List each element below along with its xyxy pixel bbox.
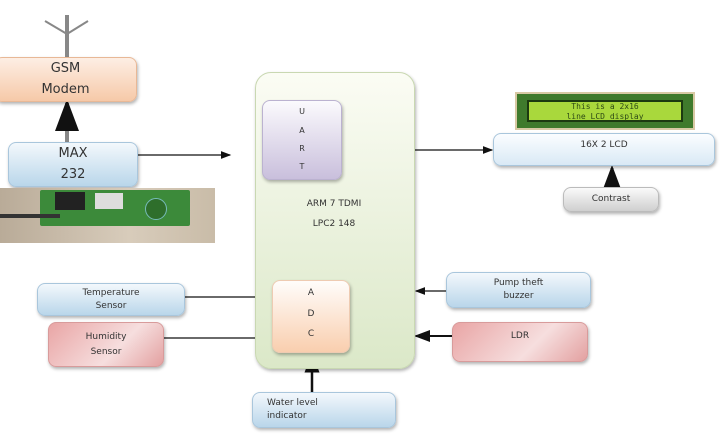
temperature-label-2: Sensor [95, 300, 127, 311]
max-label: MAX [58, 145, 88, 161]
pump-label: Pump theft [493, 278, 544, 289]
lcd-label: 16X 2 LCD [580, 140, 628, 150]
humidity-label-2: Sensor [90, 346, 122, 357]
pump-label-2: buzzer [503, 291, 534, 301]
adc-block: A D C [272, 280, 350, 353]
uart-letter: T [299, 162, 305, 172]
humidity-label: Humidity [85, 332, 127, 343]
lcd-display-photo: This is a 2x16 line LCD display [515, 92, 695, 130]
mcu-label: ARM 7 TDMI [306, 199, 362, 209]
temperature-sensor-block: Temperature Sensor [37, 283, 185, 316]
antenna-icon [44, 15, 89, 57]
max-label-2: 232 [60, 166, 86, 182]
humidity-sensor-block: Humidity Sensor [48, 322, 164, 367]
water-level-indicator-block: Water level indicator [252, 392, 396, 428]
contrast-block: Contrast [563, 187, 659, 212]
gsm-label: GSM [50, 60, 81, 76]
uart-block: U A R T [262, 100, 342, 180]
ldr-label: LDR [510, 331, 530, 341]
water-label: Water level [267, 397, 318, 408]
adc-letter: A [307, 288, 315, 298]
uart-letter: U [299, 107, 305, 117]
uart-letter: A [299, 125, 305, 135]
max232-block: MAX 232 [8, 142, 138, 187]
lcd-screen-line-2: line LCD display [566, 112, 644, 121]
temperature-label: Temperature [82, 287, 140, 298]
adc-letter: D [307, 308, 315, 319]
uart-letter: R [299, 144, 305, 153]
ldr-block: LDR [452, 322, 588, 362]
gsm-modem-block: GSM Modem [0, 57, 137, 102]
lcd-block: 16X 2 LCD [493, 133, 715, 166]
lcd-screen-line-1: This is a 2x16 [571, 102, 639, 111]
gsm-label-2: Modem [41, 81, 90, 97]
mcu-part-label: LPC2 148 [312, 219, 356, 229]
contrast-label: Contrast [591, 194, 631, 205]
pump-theft-buzzer-block: Pump theft buzzer [446, 272, 591, 308]
gsm-board-photo [0, 188, 215, 243]
adc-letter: C [307, 329, 315, 340]
water-label-2: indicator [267, 411, 307, 421]
